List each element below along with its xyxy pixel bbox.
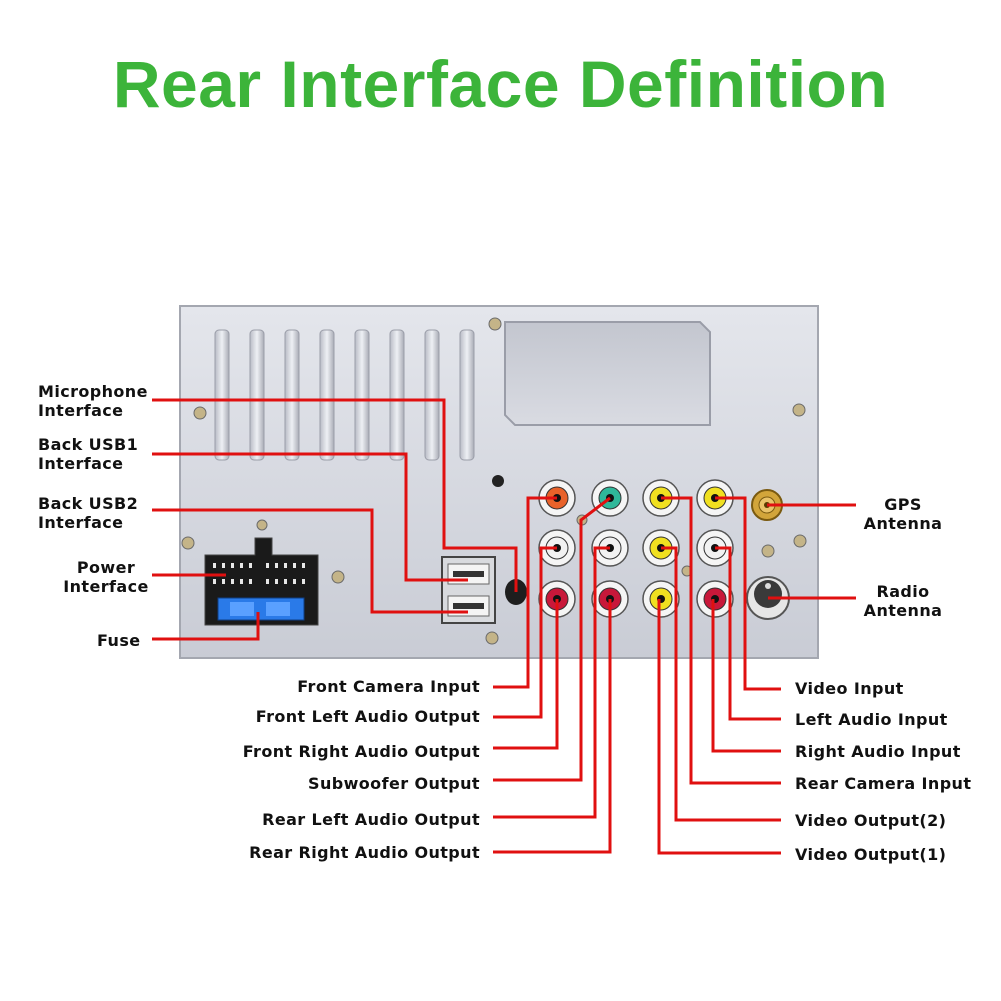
rca-jack-yellow bbox=[642, 580, 680, 618]
label-fuse: Fuse bbox=[97, 631, 141, 650]
leader-left-audio-input bbox=[715, 546, 781, 721]
rca-jack-grid bbox=[538, 479, 734, 618]
screw-icon bbox=[181, 317, 807, 645]
leader-video-output-2 bbox=[661, 546, 781, 822]
label-line-2: Interface bbox=[38, 454, 124, 473]
leader-video-output-1 bbox=[657, 599, 781, 855]
label-front-right-audio-output: Front Right Audio Output bbox=[242, 742, 480, 761]
label-line-1: Back USB1 bbox=[38, 435, 139, 454]
label-rear-right-audio-output: Rear Right Audio Output bbox=[249, 843, 480, 862]
recessed-plate bbox=[504, 321, 711, 426]
label-line-1: GPS bbox=[884, 495, 922, 514]
label-line-2: Antenna bbox=[863, 601, 943, 620]
rca-jack-red bbox=[696, 580, 734, 618]
vent-slots bbox=[214, 329, 475, 461]
label-line-2: Interface bbox=[38, 513, 124, 532]
label-front-left-audio-output: Front Left Audio Output bbox=[255, 707, 480, 726]
leader-back-usb2 bbox=[152, 508, 468, 614]
label-left-audio-input: Left Audio Input bbox=[795, 710, 948, 729]
label-line-1: Microphone bbox=[38, 382, 148, 401]
page-title: Rear Interface Definition bbox=[112, 47, 889, 121]
leader-front-left-audio bbox=[493, 546, 557, 719]
leader-microphone bbox=[152, 398, 518, 592]
label-video-input: Video Input bbox=[795, 679, 904, 698]
usb-port-icon bbox=[441, 556, 496, 624]
label-line-1: Radio bbox=[876, 582, 930, 601]
label-front-camera-input: Front Camera Input bbox=[297, 677, 480, 696]
label-power-interface: Power Interface bbox=[56, 558, 156, 596]
label-video-output-1: Video Output(1) bbox=[795, 845, 947, 864]
leader-right-audio-input bbox=[711, 599, 781, 753]
label-gps-antenna: GPS Antenna bbox=[858, 495, 948, 533]
leader-fuse bbox=[152, 612, 260, 641]
leader-video-input bbox=[715, 496, 781, 691]
leader-rear-left-audio bbox=[493, 546, 610, 819]
label-microphone-interface: Microphone Interface bbox=[38, 382, 148, 420]
label-back-usb2-interface: Back USB2 Interface bbox=[38, 494, 138, 532]
label-line-2: Interface bbox=[38, 401, 124, 420]
leader-front-right-audio bbox=[493, 599, 559, 750]
leader-rear-camera-input bbox=[661, 496, 781, 785]
label-rear-left-audio-output: Rear Left Audio Output bbox=[262, 810, 480, 829]
fuse-icon bbox=[217, 597, 305, 621]
leader-rear-right-audio bbox=[493, 599, 612, 854]
label-line-1: Back USB2 bbox=[38, 494, 139, 513]
label-radio-antenna: Radio Antenna bbox=[858, 582, 948, 620]
label-video-output-2: Video Output(2) bbox=[795, 811, 947, 830]
label-right-audio-input: Right Audio Input bbox=[795, 742, 961, 761]
label-back-usb1-interface: Back USB1 Interface bbox=[38, 435, 138, 473]
label-rear-camera-input: Rear Camera Input bbox=[795, 774, 972, 793]
label-line-2: Interface bbox=[63, 577, 149, 596]
label-line-1: Power bbox=[76, 558, 136, 577]
leader-back-usb1 bbox=[152, 452, 468, 582]
leader-front-camera-input bbox=[493, 496, 557, 689]
mount-hole bbox=[492, 475, 504, 487]
label-subwoofer-output: Subwoofer Output bbox=[308, 774, 480, 793]
label-line-2: Antenna bbox=[863, 514, 943, 533]
leader-subwoofer bbox=[493, 496, 611, 782]
leader-lines bbox=[152, 398, 856, 855]
